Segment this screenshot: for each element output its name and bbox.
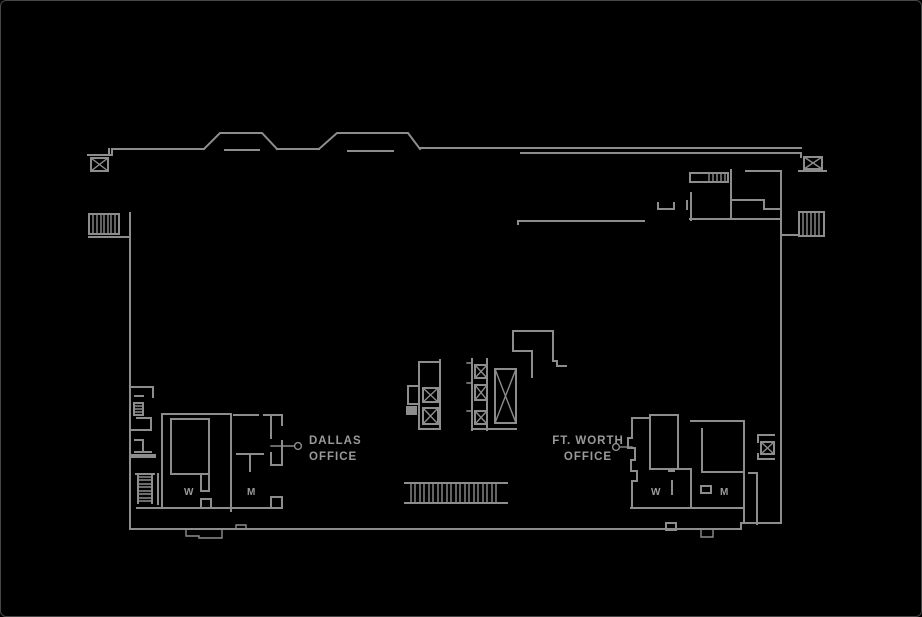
stair-upper-left: [88, 213, 131, 238]
x-box-diagonals: [760, 441, 775, 455]
elevator-car-x: [422, 407, 439, 425]
elevator-car-frame: [422, 407, 439, 425]
x-box-frame: [803, 156, 823, 170]
fixture-bank: [170, 418, 210, 475]
stair-upper-right: [780, 211, 825, 237]
elevator-car-frame: [474, 410, 488, 425]
restroom-suite-left: W M: [136, 413, 283, 512]
vent-frame: [133, 402, 144, 416]
right-men-label: M: [720, 487, 729, 498]
entrance-canopy-2: [317, 132, 422, 151]
room-notch-wall: [731, 199, 782, 210]
men-room-partition: [236, 453, 264, 472]
closet-walls: [131, 386, 154, 398]
elevator-car-frame: [422, 387, 439, 403]
escalator-bank-bottom: [404, 482, 508, 504]
elevator-bank-left: [406, 359, 441, 430]
men-fixture-walls: [701, 428, 745, 473]
elevator-car-x: [422, 387, 439, 403]
left-women-label: W: [184, 487, 194, 498]
door-ticks: [466, 362, 473, 412]
men-room-walls: [690, 420, 745, 509]
room-upper-right: [657, 169, 782, 221]
lobby-recess: [407, 385, 420, 405]
women-room-left-wall: [627, 417, 638, 509]
vent-louvers: [134, 405, 143, 413]
ft-worth-office-label-line1: FT. WORTH: [552, 435, 624, 447]
stall-box: [700, 485, 712, 494]
entry-steps-left: [185, 528, 223, 539]
stair-treads: [802, 212, 820, 236]
fixture-bank: [649, 414, 679, 470]
elevator-car-x: [474, 364, 488, 379]
stair-ladder-lower-left: [135, 473, 159, 505]
door-jamb-box: [200, 498, 212, 509]
stall-box: [200, 473, 210, 492]
door-jamb-box: [665, 522, 677, 531]
closet-walls: [134, 439, 152, 453]
large-shaft-frame: [494, 368, 517, 424]
elevator-bank-right: [466, 358, 517, 431]
bottom-edge-details: [185, 522, 714, 539]
elevator-car-x: [474, 384, 488, 401]
escalator-hatch: [708, 172, 726, 183]
large-shaft-x: [494, 368, 517, 424]
u-bracket-fixture: [657, 202, 675, 210]
column-marker-upper-left: [90, 148, 110, 172]
x-box-diagonals: [803, 156, 823, 170]
elevator-car-frame: [474, 384, 488, 401]
service-zone-left: [130, 386, 159, 505]
x-box-frame: [90, 157, 109, 172]
dallas-office-label-line2: OFFICE: [309, 451, 357, 463]
entry-steps-right: [700, 528, 714, 538]
closet-walls: [131, 417, 152, 431]
column-marker-upper-right: [798, 156, 827, 172]
women-room-walls: [161, 413, 232, 512]
dumbwaiter-right-wall: [757, 434, 775, 460]
x-box-diagonals: [90, 157, 109, 172]
step-notch: [235, 524, 247, 530]
dallas-office-label-line1: DALLAS: [309, 435, 362, 447]
ft-worth-office-label-line2: OFFICE: [564, 451, 612, 463]
mech-room-walls: [512, 330, 567, 378]
top-wall: [111, 147, 802, 150]
service-block: [406, 406, 417, 415]
x-box-frame: [760, 441, 775, 455]
building-perimeter: [87, 132, 802, 530]
ft-worth-office-callout: FT. WORTH OFFICE: [552, 435, 633, 463]
escalator-treads: [410, 482, 497, 504]
stair-treads: [92, 213, 116, 235]
top-wall-inner-line: [520, 152, 802, 158]
shaft-walls: [757, 434, 775, 460]
leader-circle: [293, 441, 303, 451]
left-men-label: M: [247, 487, 256, 498]
stair-frame: [798, 211, 825, 237]
dallas-office-callout: DALLAS OFFICE: [270, 435, 362, 463]
bottom-wall: [129, 522, 782, 530]
right-women-label: W: [651, 487, 661, 498]
elevator-car-x: [474, 410, 488, 425]
interior-partition-line: [517, 220, 645, 225]
men-room-right-wall: [270, 414, 283, 466]
door-jamb-box: [270, 496, 283, 509]
entrance-canopy-1: [202, 132, 279, 151]
restroom-suite-right: W M: [627, 414, 758, 525]
elevator-car-frame: [474, 364, 488, 379]
partition: [668, 468, 692, 495]
corridor-wall: [743, 472, 758, 525]
ladder-rungs: [137, 476, 153, 502]
top-wall-left-stub: [87, 148, 113, 156]
